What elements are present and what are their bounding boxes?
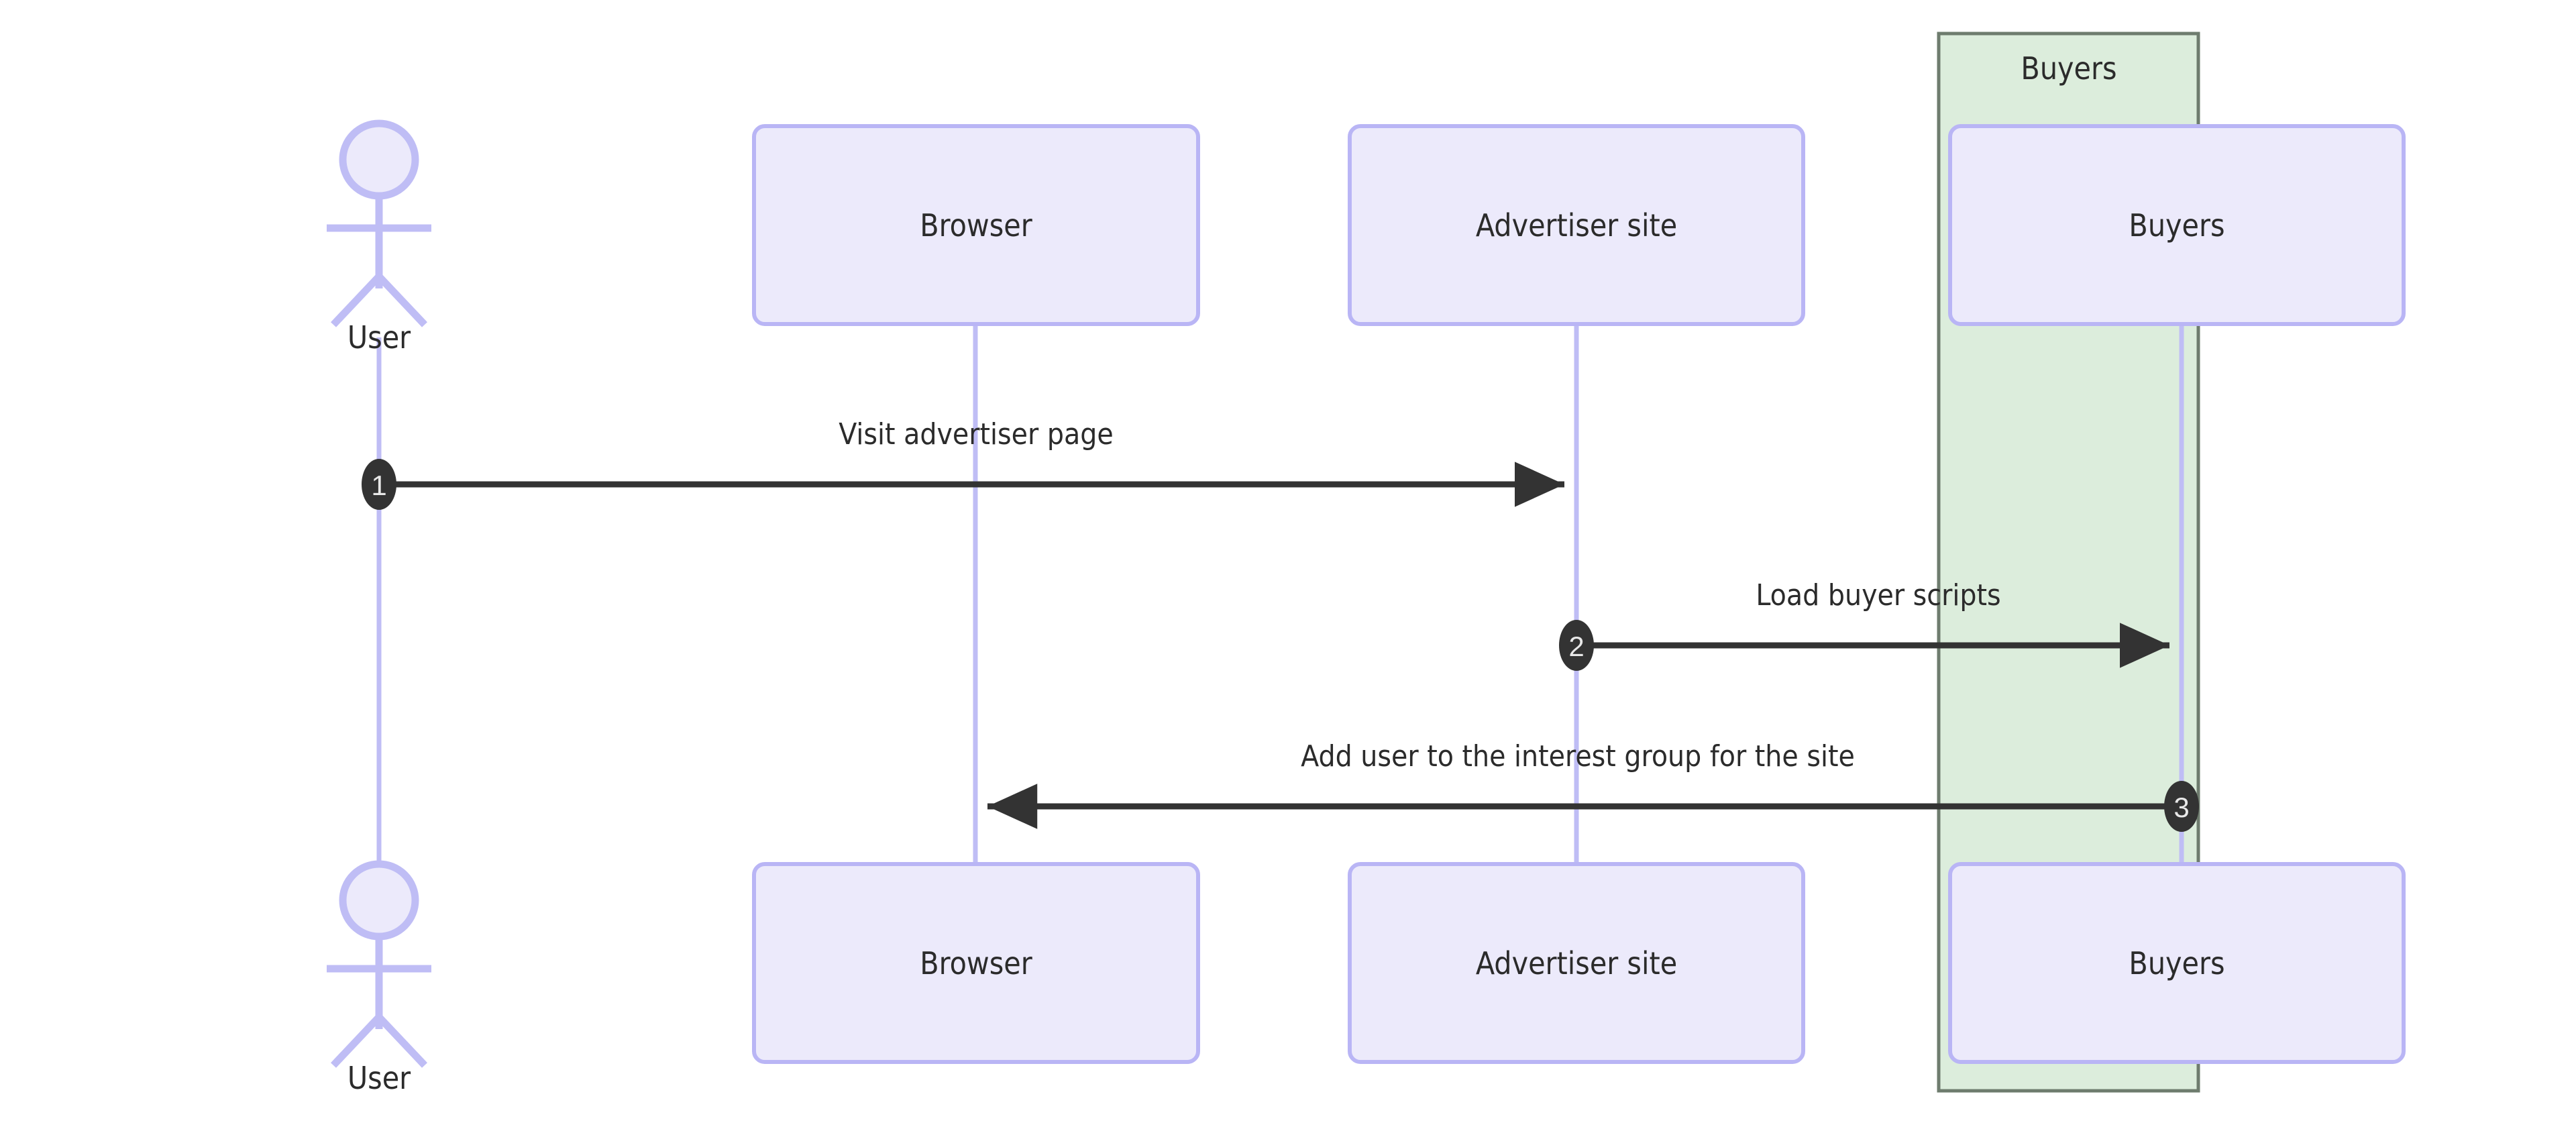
participant-label-buyers-top: Buyers: [2129, 207, 2225, 244]
participant-label-buyers-bottom: Buyers: [2129, 945, 2225, 981]
participant-box-advertiser-bottom[interactable]: [1348, 862, 1805, 1064]
message-arrow-2[interactable]: [1559, 620, 2169, 671]
actor-figure-user-top[interactable]: [327, 119, 431, 327]
participant-box-advertiser-top[interactable]: [1348, 124, 1805, 326]
message-badge-number-2: 2: [1568, 631, 1585, 662]
message-badge-1: [362, 459, 396, 510]
message-arrow-1[interactable]: [362, 459, 1564, 510]
message-arrow-3[interactable]: [987, 781, 2199, 832]
participant-box-buyers-top[interactable]: [1948, 124, 2406, 326]
message-label-1: Visit advertiser page: [839, 417, 1114, 451]
actor-figure-user-bottom[interactable]: [327, 860, 431, 1068]
participant-box-browser-bottom[interactable]: [752, 862, 1200, 1064]
participant-label-advertiser-bottom: Advertiser site: [1475, 945, 1678, 981]
message-badge-2: [1559, 620, 1594, 671]
group-label-buyers: Buyers: [2021, 50, 2117, 87]
participant-label-browser-bottom: Browser: [920, 945, 1032, 981]
message-badge-number-3: 3: [2174, 792, 2190, 823]
participant-box-browser-top[interactable]: [752, 124, 1200, 326]
message-badge-number-1: 1: [371, 470, 387, 501]
message-badge-3: [2164, 781, 2199, 832]
participant-label-browser-top: Browser: [920, 207, 1032, 244]
actor-label-user-top: User: [347, 319, 411, 356]
message-label-2: Load buyer scripts: [1756, 578, 2001, 612]
message-label-3: Add user to the interest group for the s…: [1301, 739, 1855, 773]
participant-label-advertiser-top: Advertiser site: [1475, 207, 1678, 244]
participant-box-buyers-bottom[interactable]: [1948, 862, 2406, 1064]
actor-label-user-bottom: User: [347, 1060, 411, 1096]
